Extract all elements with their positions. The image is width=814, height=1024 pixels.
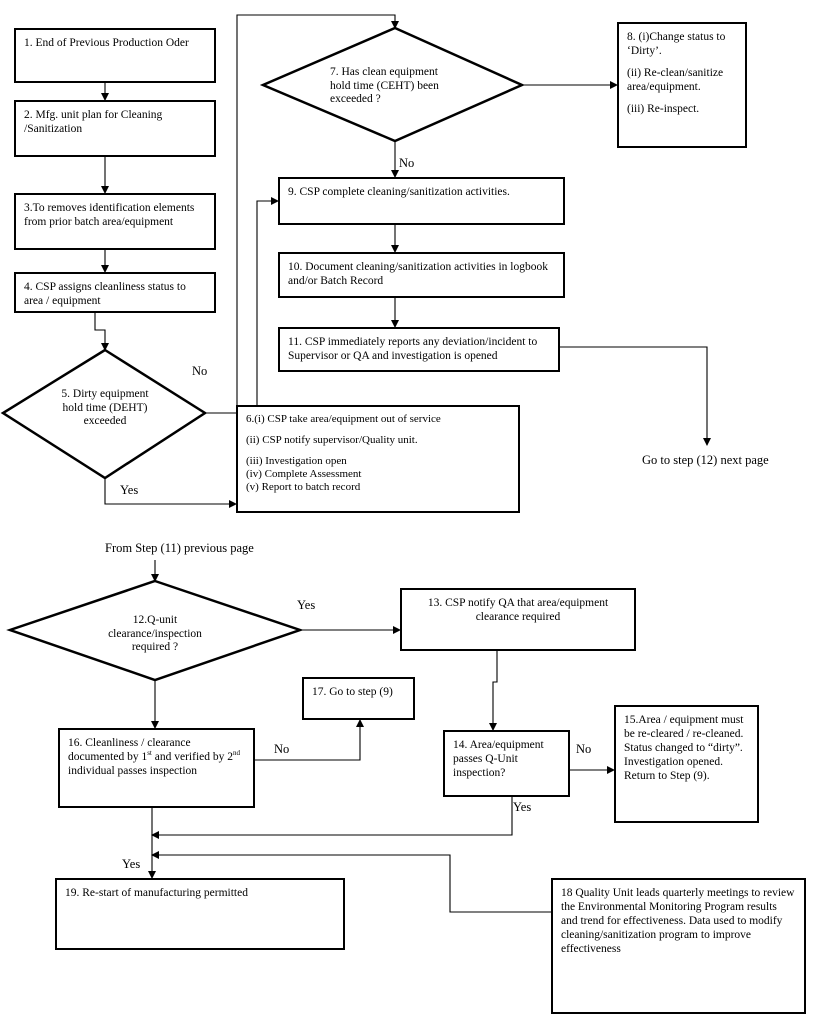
step-16-text-a: 16. Cleanliness / clearance documented b… bbox=[68, 737, 191, 763]
step-18-box: 18 Quality Unit leads quarterly meetings… bbox=[551, 878, 806, 1014]
step-6-line-5: (v) Report to batch record bbox=[246, 481, 361, 493]
label-no-step16: No bbox=[274, 742, 290, 756]
step-2-box: 2. Mfg. unit plan for Cleaning /Sanitiza… bbox=[14, 100, 216, 157]
step-4-text: 4. CSP assigns cleanliness status to are… bbox=[24, 281, 186, 307]
step-6-line-4: (iv) Complete Assessment bbox=[246, 468, 362, 480]
arrow-4-5 bbox=[94, 313, 109, 351]
arrow-16-17 bbox=[255, 719, 364, 761]
from-step-11-text: From Step (11) previous page bbox=[105, 541, 254, 555]
label-no-step14: No bbox=[576, 742, 592, 756]
step-8-line-2: (ii) Re-clean/sanitize area/equipment. bbox=[627, 67, 724, 93]
arrow-14-yes bbox=[151, 797, 513, 839]
arrow-6-9 bbox=[256, 197, 279, 405]
arrow-18-loop bbox=[151, 851, 551, 913]
label-no-step5: No bbox=[192, 364, 208, 378]
step-6-line-1: 6.(i) CSP take area/equipment out of ser… bbox=[246, 413, 441, 425]
step-13-text: 13. CSP notify QA that area/equipment cl… bbox=[427, 597, 609, 623]
step-15-box: 15.Area / equipment must be re-cleared /… bbox=[614, 705, 759, 823]
step-8-box: 8. (i)Change status to ‘Dirty’. (ii) Re-… bbox=[617, 22, 747, 148]
step-10-box: 10. Document cleaning/sanitization activ… bbox=[278, 252, 565, 298]
decision-5-diamond bbox=[0, 348, 208, 480]
label-yes-step5: Yes bbox=[120, 483, 139, 497]
step-8-line-1: 8. (i)Change status to ‘Dirty’. bbox=[627, 31, 726, 57]
step-16-sup-1: st bbox=[147, 749, 152, 758]
step-2-text: 2. Mfg. unit plan for Cleaning /Sanitiza… bbox=[24, 109, 163, 135]
arrow-11-goto12 bbox=[560, 346, 711, 446]
label-yes-step19: Yes bbox=[122, 857, 141, 871]
step-1-box: 1. End of Previous Production Oder bbox=[14, 28, 216, 83]
decision-7-text: 7. Has clean equipment hold time (CEHT) … bbox=[330, 66, 439, 105]
step-19-text: 19. Re-start of manufacturing permitted bbox=[65, 887, 248, 899]
arrow-13-14 bbox=[489, 651, 498, 731]
decision-12-text: 12.Q-unit clearance/inspection required … bbox=[108, 614, 202, 653]
step-10-text: 10. Document cleaning/sanitization activ… bbox=[288, 261, 548, 287]
step-6-line-2: (ii) CSP notify supervisor/Quality unit. bbox=[246, 434, 418, 446]
step-16-sup-2: nd bbox=[233, 749, 240, 758]
step-3-text: 3.To removes identification elements fro… bbox=[24, 202, 195, 228]
decision-5-text: 5. Dirty equipment hold time (DEHT) exce… bbox=[61, 388, 149, 427]
label-yes-step12: Yes bbox=[297, 598, 316, 612]
step-13-box: 13. CSP notify QA that area/equipment cl… bbox=[400, 588, 636, 651]
step-3-box: 3.To removes identification elements fro… bbox=[14, 193, 216, 250]
step-6-box: 6.(i) CSP take area/equipment out of ser… bbox=[236, 405, 520, 513]
step-1-text: 1. End of Previous Production Oder bbox=[24, 37, 189, 49]
step-4-box: 4. CSP assigns cleanliness status to are… bbox=[14, 272, 216, 313]
goto-step-12-text: Go to step (12) next page bbox=[642, 453, 769, 467]
step-9-box: 9. CSP complete cleaning/sanitization ac… bbox=[278, 177, 565, 225]
step-14-text: 14. Area/equipment passes Q-Unit inspect… bbox=[453, 739, 544, 779]
step-16-box: 16. Cleanliness / clearance documented b… bbox=[58, 728, 255, 808]
label-yes-step14: Yes bbox=[513, 800, 532, 814]
arrow-5-no bbox=[205, 14, 399, 414]
decision-12-diamond bbox=[6, 579, 304, 682]
step-15-text: 15.Area / equipment must be re-cleared /… bbox=[624, 714, 744, 782]
arrow-5-yes bbox=[104, 478, 237, 508]
step-11-text: 11. CSP immediately reports any deviatio… bbox=[288, 336, 538, 362]
step-8-line-3: (iii) Re-inspect. bbox=[627, 103, 700, 115]
step-19-box: 19. Re-start of manufacturing permitted bbox=[55, 878, 345, 950]
step-9-text: 9. CSP complete cleaning/sanitization ac… bbox=[288, 186, 510, 198]
step-17-text: 17. Go to step (9) bbox=[312, 686, 393, 698]
decision-7-diamond bbox=[259, 26, 526, 143]
step-6-line-3: (iii) Investigation open bbox=[246, 455, 347, 467]
step-16-text-c: individual passes inspection bbox=[68, 765, 198, 777]
step-16-text-b: and verified by 2 bbox=[151, 751, 233, 763]
step-11-box: 11. CSP immediately reports any deviatio… bbox=[278, 327, 560, 372]
step-16-text: 16. Cleanliness / clearance documented b… bbox=[68, 736, 245, 778]
label-no-step7: No bbox=[399, 156, 415, 170]
step-18-text: 18 Quality Unit leads quarterly meetings… bbox=[561, 887, 795, 955]
step-17-box: 17. Go to step (9) bbox=[302, 677, 415, 720]
step-14-box: 14. Area/equipment passes Q-Unit inspect… bbox=[443, 730, 570, 797]
